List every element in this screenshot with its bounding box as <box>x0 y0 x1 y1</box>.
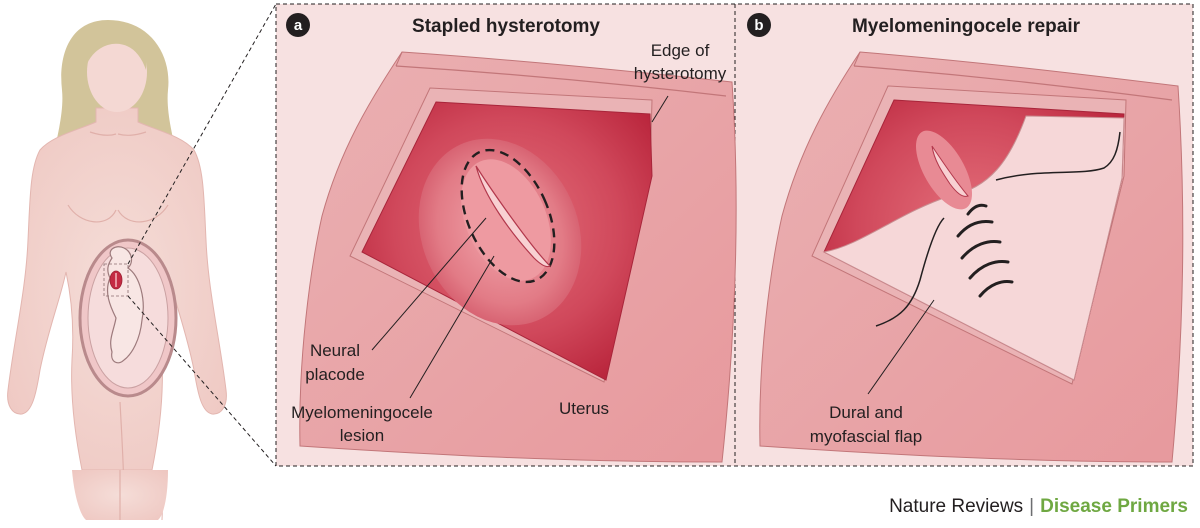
label-lesion-line2: lesion <box>340 426 384 445</box>
lesion-dashed-outline <box>460 148 556 284</box>
leader-flap <box>867 299 935 395</box>
label-lesion-line1: Myelomeningocele <box>291 403 433 422</box>
label-uterus: Uterus <box>559 399 609 418</box>
label-neural-line2: placode <box>305 365 365 384</box>
leader-lesion <box>409 255 495 399</box>
label-flap-line1: Dural and <box>829 403 903 422</box>
head <box>87 32 147 112</box>
suture-thread-top <box>995 131 1121 181</box>
journal-name: Nature Reviews <box>889 496 1024 517</box>
zoom-line-top <box>127 3 277 265</box>
leader-edge <box>651 95 669 123</box>
panel-b-title: Myelomeningocele repair <box>852 16 1081 37</box>
suture-thread-left <box>875 217 945 327</box>
suture-stitches <box>956 203 1014 298</box>
badge-b-text: b <box>754 17 763 34</box>
panel-a <box>299 51 737 463</box>
footer-separator: | <box>1029 496 1035 517</box>
label-neural-line1: Neural <box>310 341 360 360</box>
woman-illustration <box>7 20 227 521</box>
neural-placode <box>475 165 552 268</box>
label-flap-line2: myofascial flap <box>810 427 922 446</box>
panel-b <box>759 51 1184 463</box>
label-edge-line1: Edge of <box>651 41 710 60</box>
leader-neural <box>371 217 487 351</box>
badge-b <box>747 13 771 37</box>
label-edge-line2: hysterotomy <box>634 64 727 83</box>
zoom-line-bottom <box>127 295 277 467</box>
journal-series: Disease Primers <box>1040 496 1188 517</box>
badge-a-text: a <box>294 17 303 34</box>
badge-a <box>286 13 310 37</box>
panel-a-title: Stapled hysterotomy <box>412 16 600 37</box>
journal-footer: Nature Reviews|Disease Primers <box>889 496 1188 518</box>
